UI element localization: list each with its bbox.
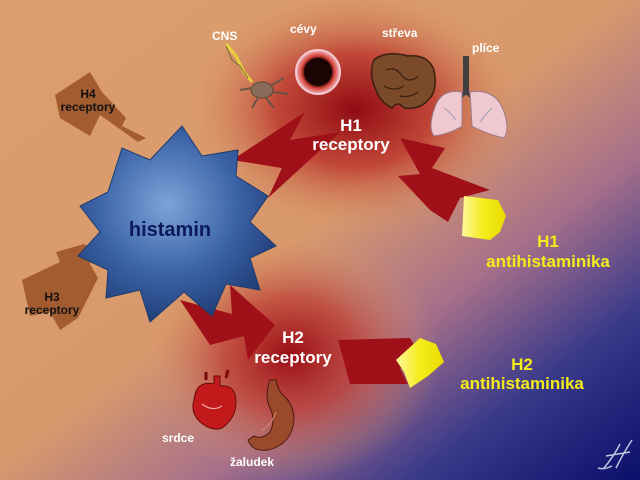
histamin-shape	[77, 125, 277, 323]
h3-receptor-label-line2: receptory	[25, 303, 80, 317]
h2-organ-label-srdce: srdce	[162, 431, 194, 445]
h2-antihistamine-label-line2: antihistaminika	[460, 374, 584, 393]
intestines-icon	[370, 53, 436, 110]
h2-receptor-label-line2: receptory	[254, 348, 332, 367]
neuron-icon	[224, 43, 289, 109]
h1-antihistamine-label-line2: antihistaminika	[486, 252, 610, 271]
h1-organ-label-plice: plíce	[472, 41, 500, 55]
h2-receptor-arrow-left	[180, 285, 275, 360]
h2-receptor-label-line1: H2	[282, 328, 304, 347]
h2-antihistamine-block	[396, 338, 444, 388]
h1-receptor-label-line2: receptory	[312, 135, 390, 154]
h4-receptor-label-line2: receptory	[61, 100, 116, 114]
h1-antihistamine-block	[462, 196, 506, 240]
signature-logo: H	[597, 439, 633, 470]
h1-organ-label-cevy: cévy	[290, 22, 317, 36]
heart-icon	[192, 369, 237, 430]
h1-organ-label-streva: střeva	[382, 26, 418, 40]
stomach-icon	[247, 379, 295, 451]
h1-receptor-arrow-left	[232, 112, 340, 198]
h1-organ-label-cns: CNS	[212, 29, 237, 43]
blood-vessel-icon	[295, 49, 341, 95]
h4-receptor-label-line1: H4	[80, 87, 96, 101]
h1-receptor-label-line1: H1	[340, 116, 362, 135]
h3-receptor-label-line1: H3	[44, 290, 60, 304]
h4-receptor-shape	[55, 72, 146, 142]
h1-antihistamine-label-line1: H1	[537, 232, 559, 251]
h2-antihistamine-label-line1: H2	[511, 355, 533, 374]
h3-receptor-shape	[22, 244, 98, 330]
h2-organ-label-zaludek: žaludek	[230, 455, 274, 469]
lungs-icon	[430, 56, 508, 139]
h1-receptor-arrow-right	[398, 138, 490, 222]
histamin-label: histamin	[129, 219, 211, 241]
h2-receptor-arrow-right	[338, 338, 418, 384]
